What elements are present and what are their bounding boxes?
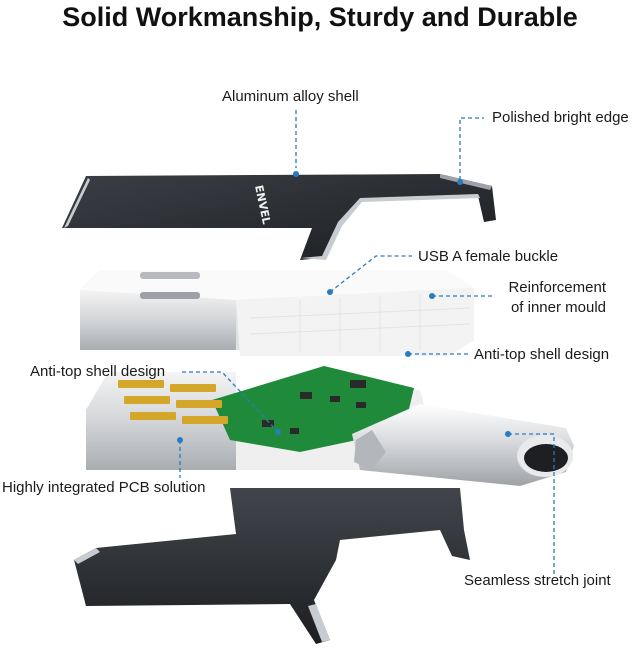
- label-seamless-stretch-joint: Seamless stretch joint: [464, 572, 611, 589]
- bottom-aluminum-shell: [74, 488, 470, 644]
- label-polished-bright-edge: Polished bright edge: [492, 109, 629, 126]
- label-reinforcement-line1: Reinforcement: [508, 279, 606, 296]
- leader-lines: [179, 110, 555, 574]
- label-reinforcement-line2: of inner mould: [510, 299, 606, 316]
- leader-dots: [177, 171, 511, 443]
- inner-mould: [80, 270, 474, 356]
- page-title: Solid Workmanship, Sturdy and Durable: [62, 2, 578, 32]
- label-anti-top-shell-left: Anti-top shell design: [30, 363, 166, 380]
- label-usb-a-female-buckle: USB A female buckle: [418, 248, 559, 265]
- top-aluminum-shell: ENVEL: [62, 174, 496, 260]
- pcb-assembly: [86, 366, 574, 486]
- label-pcb-solution: Highly integrated PCB solution: [2, 479, 206, 496]
- label-aluminum-alloy-shell: Aluminum alloy shell: [222, 88, 359, 105]
- label-anti-top-shell-right: Anti-top shell design: [474, 346, 610, 363]
